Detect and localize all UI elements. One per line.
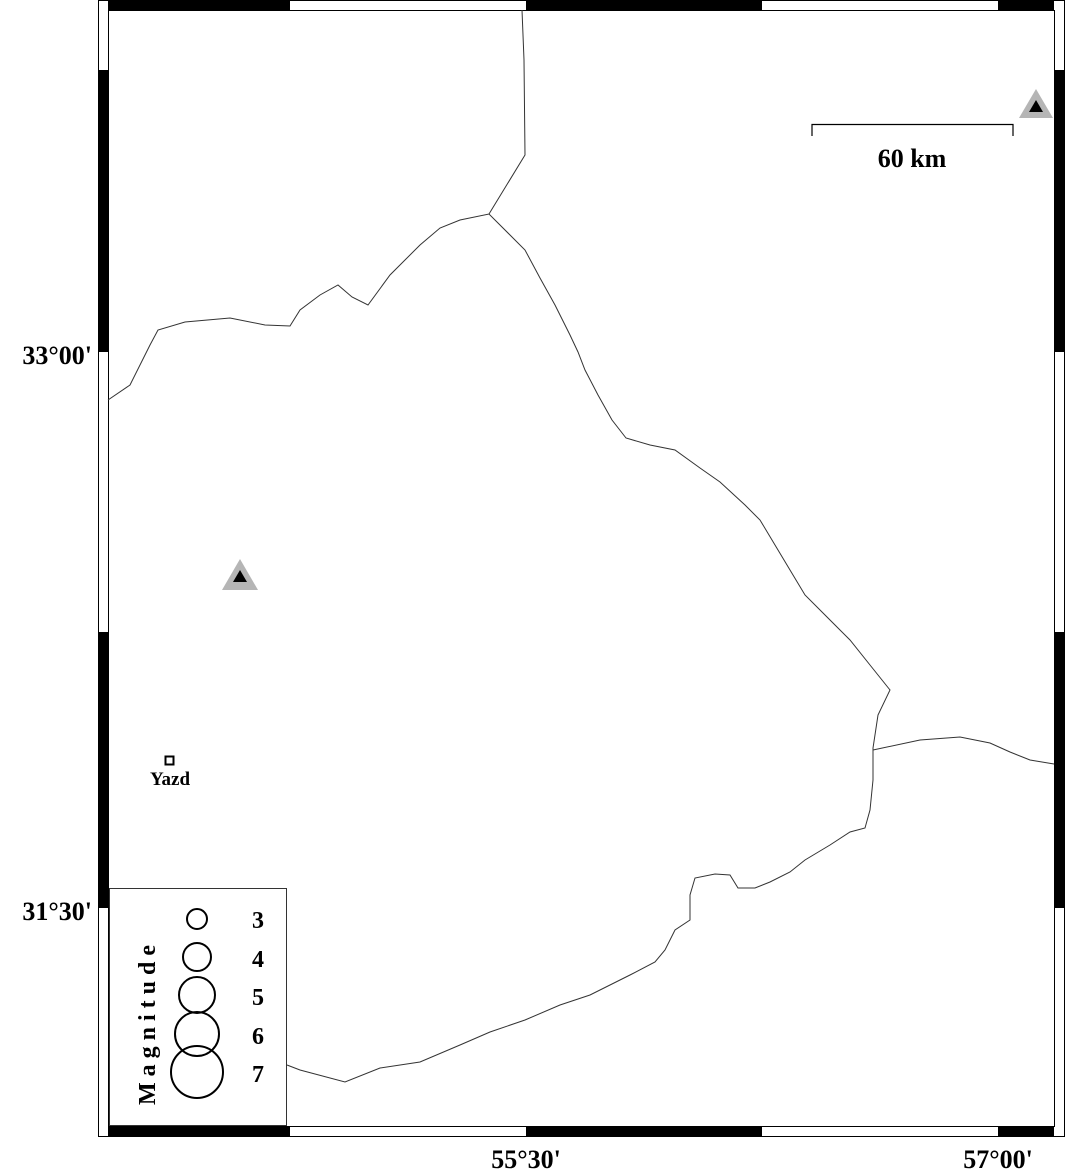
city-marker[interactable]: Yazd [150, 755, 191, 791]
lat-label: 31°30' [22, 897, 92, 926]
province-boundaries [107, 9, 1055, 1083]
boundary-line [488, 9, 526, 215]
city-label: Yazd [150, 769, 191, 790]
legend-circle [174, 1011, 220, 1057]
city-square-icon [164, 755, 175, 766]
scale-bar-label: 60 km [878, 144, 947, 173]
station-triangle-icon[interactable] [222, 559, 258, 590]
legend-value: 3 [252, 908, 264, 934]
boundary-line [107, 213, 891, 1083]
scale-bar: 60 km [811, 123, 1014, 173]
legend-circle [186, 908, 208, 930]
station-triangle-icon[interactable] [1019, 89, 1053, 118]
legend-value: 4 [252, 947, 264, 973]
boundary-line [872, 736, 1055, 765]
lon-label: 55°30' [491, 1145, 561, 1174]
magnitude-legend: Magnitude 3 4 5 6 7 [109, 888, 287, 1126]
legend-title: Magnitude [135, 939, 161, 1105]
legend-value: 6 [252, 1024, 264, 1050]
lon-label: 57°00' [963, 1145, 1033, 1174]
legend-circle [170, 1045, 224, 1099]
legend-value: 5 [252, 985, 264, 1011]
legend-value: 7 [252, 1062, 264, 1088]
lat-label: 33°00' [22, 341, 92, 370]
legend-circle [182, 942, 212, 972]
